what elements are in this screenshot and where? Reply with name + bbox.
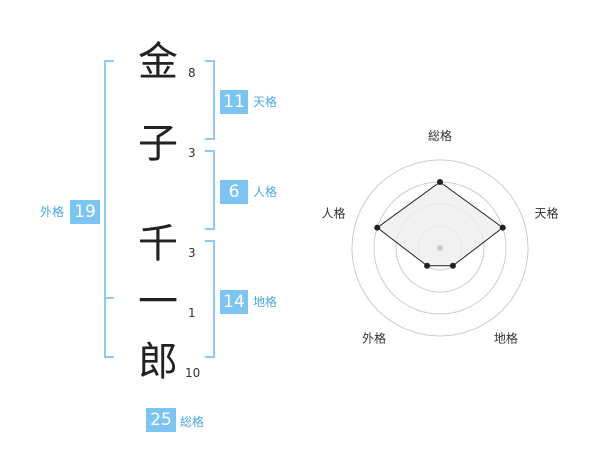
gaikaku-divider <box>104 297 114 299</box>
chikaku-label: 地格 <box>253 295 278 309</box>
stroke-count-4: 1 <box>188 306 196 320</box>
radar-polygon <box>376 181 504 267</box>
name-char-5: 郎 <box>138 339 178 385</box>
tenkaku-label: 天格 <box>253 95 278 109</box>
radar-axis-label: 天格 <box>535 205 559 220</box>
radar-point-0 <box>437 179 443 185</box>
stroke-count-1: 8 <box>188 66 196 80</box>
stroke-count-2: 3 <box>188 146 196 160</box>
soukaku-label: 総格 <box>180 415 205 429</box>
radar-axis-label: 地格 <box>494 331 518 346</box>
jinkaku-bracket <box>205 150 215 230</box>
radar-point-1 <box>499 224 506 231</box>
tenkaku-value: 11 <box>220 90 248 114</box>
radar-axis-label: 総格 <box>428 128 452 143</box>
radar-ring-4 <box>351 159 529 337</box>
gaikaku-bracket <box>104 60 114 358</box>
radar-center-dot <box>437 245 443 251</box>
soukaku-value: 25 <box>146 408 176 432</box>
gaikaku-label: 外格 <box>40 205 65 219</box>
chikaku-value: 14 <box>220 290 248 314</box>
chikaku-bracket <box>205 240 215 358</box>
radar-point-4 <box>374 224 381 231</box>
jinkaku-label: 人格 <box>253 185 278 199</box>
stroke-count-5: 10 <box>185 366 201 380</box>
tenkaku-bracket <box>205 60 215 140</box>
name-char-1: 金 <box>138 39 178 85</box>
radar-point-2 <box>449 262 456 269</box>
name-char-3: 千 <box>138 221 178 267</box>
radar-axis-label: 人格 <box>321 205 345 220</box>
name-char-4: 一 <box>138 279 178 325</box>
gaikaku-value: 19 <box>70 200 100 224</box>
radar-point-3 <box>424 262 431 269</box>
name-char-2: 子 <box>138 121 178 167</box>
stroke-count-3: 3 <box>188 246 196 260</box>
jinkaku-value: 6 <box>220 180 248 204</box>
radar-axis-label: 外格 <box>362 331 386 346</box>
